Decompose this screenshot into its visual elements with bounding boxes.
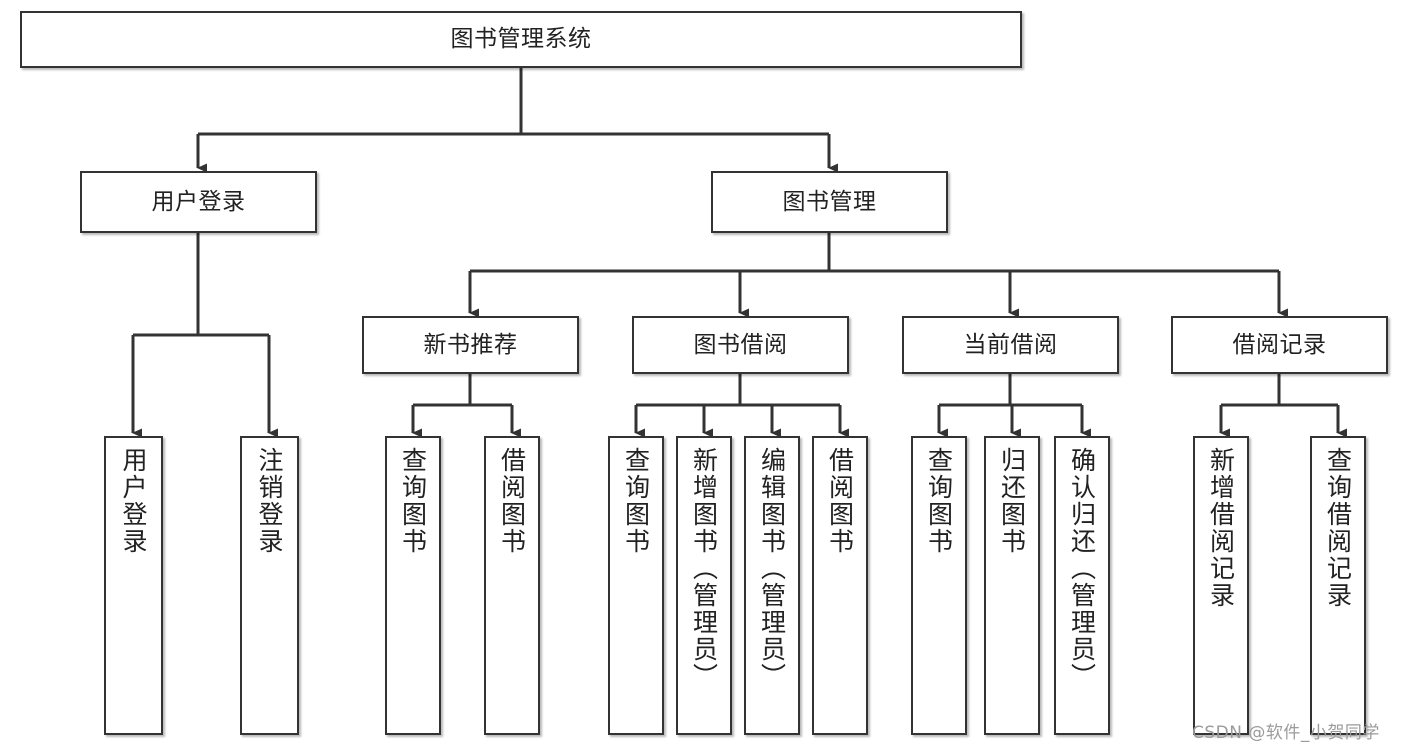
- node-new-book-rec[interactable]: 新书推荐: [362, 316, 579, 374]
- node-leaf-borrow-book-2[interactable]: 借阅图书: [812, 436, 868, 735]
- wire-group: [131, 68, 1347, 438]
- node-leaf-edit-book-admin[interactable]: 编辑图书（管理员）: [744, 436, 800, 735]
- node-label-leaf-edit-book-admin: 编辑图书（管理员）: [757, 447, 787, 690]
- node-label-borrow-record: 借阅记录: [1232, 331, 1327, 358]
- csdn-watermark: CSDN @软件_小贺同学: [1192, 723, 1380, 743]
- node-leaf-add-record[interactable]: 新增借阅记录: [1193, 436, 1249, 735]
- node-current-borrow[interactable]: 当前借阅: [902, 316, 1119, 374]
- node-leaf-query-book-2[interactable]: 查询图书: [608, 436, 664, 735]
- node-leaf-query-record[interactable]: 查询借阅记录: [1310, 436, 1366, 735]
- node-book-manage[interactable]: 图书管理: [711, 171, 948, 233]
- node-leaf-borrow-book-1[interactable]: 借阅图书: [484, 436, 540, 735]
- node-leaf-query-book-1[interactable]: 查询图书: [385, 436, 441, 735]
- node-label-leaf-query-book-2: 查询图书: [621, 447, 651, 555]
- node-label-leaf-query-record: 查询借阅记录: [1323, 447, 1353, 609]
- node-label-root: 图书管理系统: [450, 26, 592, 53]
- node-label-leaf-borrow-book-2: 借阅图书: [825, 447, 855, 555]
- node-label-leaf-user-logout: 注销登录: [255, 447, 284, 555]
- node-label-leaf-borrow-book-1: 借阅图书: [497, 447, 527, 555]
- node-leaf-query-book-3[interactable]: 查询图书: [911, 436, 967, 735]
- node-label-book-borrow: 图书借阅: [693, 331, 788, 358]
- node-borrow-record[interactable]: 借阅记录: [1171, 316, 1388, 374]
- node-label-leaf-return-book: 归还图书: [997, 447, 1027, 555]
- node-label-leaf-user-login: 用户登录: [119, 447, 148, 555]
- node-leaf-return-book[interactable]: 归还图书: [984, 436, 1040, 735]
- node-leaf-confirm-return-admin[interactable]: 确认归还（管理员）: [1054, 436, 1110, 735]
- node-label-book-manage: 图书管理: [782, 188, 877, 215]
- node-label-new-book-rec: 新书推荐: [423, 331, 518, 358]
- node-label-current-borrow: 当前借阅: [963, 331, 1058, 358]
- node-leaf-add-book-admin[interactable]: 新增图书（管理员）: [676, 436, 732, 735]
- node-label-leaf-query-book-3: 查询图书: [924, 447, 954, 555]
- node-label-leaf-query-book-1: 查询图书: [398, 447, 428, 555]
- node-user-login[interactable]: 用户登录: [80, 171, 317, 233]
- node-label-leaf-add-record: 新增借阅记录: [1206, 447, 1236, 609]
- node-label-leaf-confirm-return-admin: 确认归还（管理员）: [1067, 447, 1097, 690]
- node-leaf-user-logout[interactable]: 注销登录: [240, 436, 299, 735]
- node-label-leaf-add-book-admin: 新增图书（管理员）: [689, 447, 719, 690]
- node-label-user-login: 用户登录: [151, 188, 246, 215]
- node-leaf-user-login[interactable]: 用户登录: [104, 436, 163, 735]
- node-book-borrow[interactable]: 图书借阅: [632, 316, 849, 374]
- node-root[interactable]: 图书管理系统: [20, 11, 1022, 68]
